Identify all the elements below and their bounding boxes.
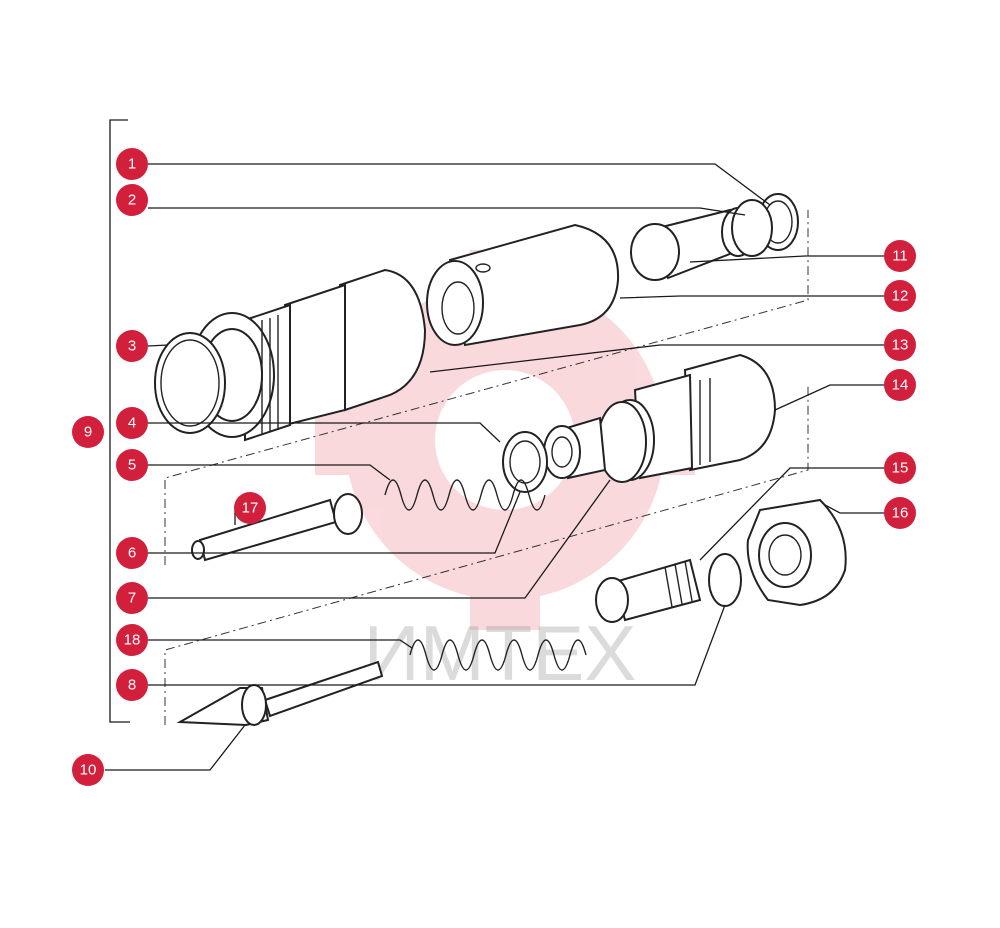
svg-text:18: 18 — [124, 632, 141, 649]
callout-9[interactable]: 9 — [72, 416, 104, 448]
svg-text:14: 14 — [892, 377, 909, 394]
callout-8[interactable]: 8 — [116, 669, 148, 701]
callout-10[interactable]: 10 — [72, 754, 104, 786]
callout-17[interactable]: 17 — [234, 492, 266, 524]
callout-3[interactable]: 3 — [116, 330, 148, 362]
callout-11[interactable]: 11 — [884, 240, 916, 272]
callout-13[interactable]: 13 — [884, 329, 916, 361]
watermark-text: ИМТЕХ — [364, 609, 637, 697]
callout-5[interactable]: 5 — [116, 449, 148, 481]
svg-text:5: 5 — [128, 457, 136, 474]
piston-4-part — [543, 416, 607, 480]
sleeve-12-part — [426, 223, 620, 347]
svg-text:11: 11 — [892, 248, 908, 265]
svg-text:16: 16 — [892, 505, 909, 522]
svg-text:1: 1 — [128, 156, 136, 173]
assembly-axes — [164, 210, 809, 725]
callout-18[interactable]: 18 — [116, 624, 148, 656]
ring-2-part — [731, 199, 773, 257]
svg-text:12: 12 — [892, 288, 909, 305]
svg-text:10: 10 — [80, 762, 97, 779]
svg-text:7: 7 — [128, 590, 136, 607]
callout-16[interactable]: 16 — [884, 497, 916, 529]
callout-1[interactable]: 1 — [116, 148, 148, 180]
callout-15[interactable]: 15 — [884, 452, 916, 484]
svg-text:6: 6 — [128, 545, 136, 562]
svg-text:9: 9 — [84, 424, 92, 441]
callout-4[interactable]: 4 — [116, 407, 148, 439]
ring-15-part — [708, 553, 742, 607]
svg-text:13: 13 — [892, 337, 909, 354]
svg-text:8: 8 — [128, 677, 136, 694]
washer-6-part — [502, 431, 548, 493]
hex-nut-16-part — [746, 498, 847, 607]
spring-18-part — [409, 639, 587, 671]
svg-text:3: 3 — [128, 338, 136, 355]
svg-text:15: 15 — [892, 460, 909, 477]
callout-14[interactable]: 14 — [884, 369, 916, 401]
callout-7[interactable]: 7 — [116, 582, 148, 614]
callout-12[interactable]: 12 — [884, 280, 916, 312]
svg-text:4: 4 — [128, 415, 136, 432]
needle-10-part — [176, 660, 384, 727]
svg-text:2: 2 — [128, 192, 136, 209]
svg-text:17: 17 — [242, 500, 259, 517]
pin-17-part — [191, 493, 363, 562]
assembly-bracket — [109, 119, 130, 723]
callout-2[interactable]: 2 — [116, 184, 148, 216]
callouts: 1 2 3 4 5 6 7 8 — [72, 148, 916, 786]
threaded-insert-part — [595, 558, 702, 623]
leader-lines — [105, 163, 884, 771]
spring-5-part — [384, 479, 546, 511]
o-ring-3-part — [154, 332, 226, 434]
callout-6[interactable]: 6 — [116, 537, 148, 569]
